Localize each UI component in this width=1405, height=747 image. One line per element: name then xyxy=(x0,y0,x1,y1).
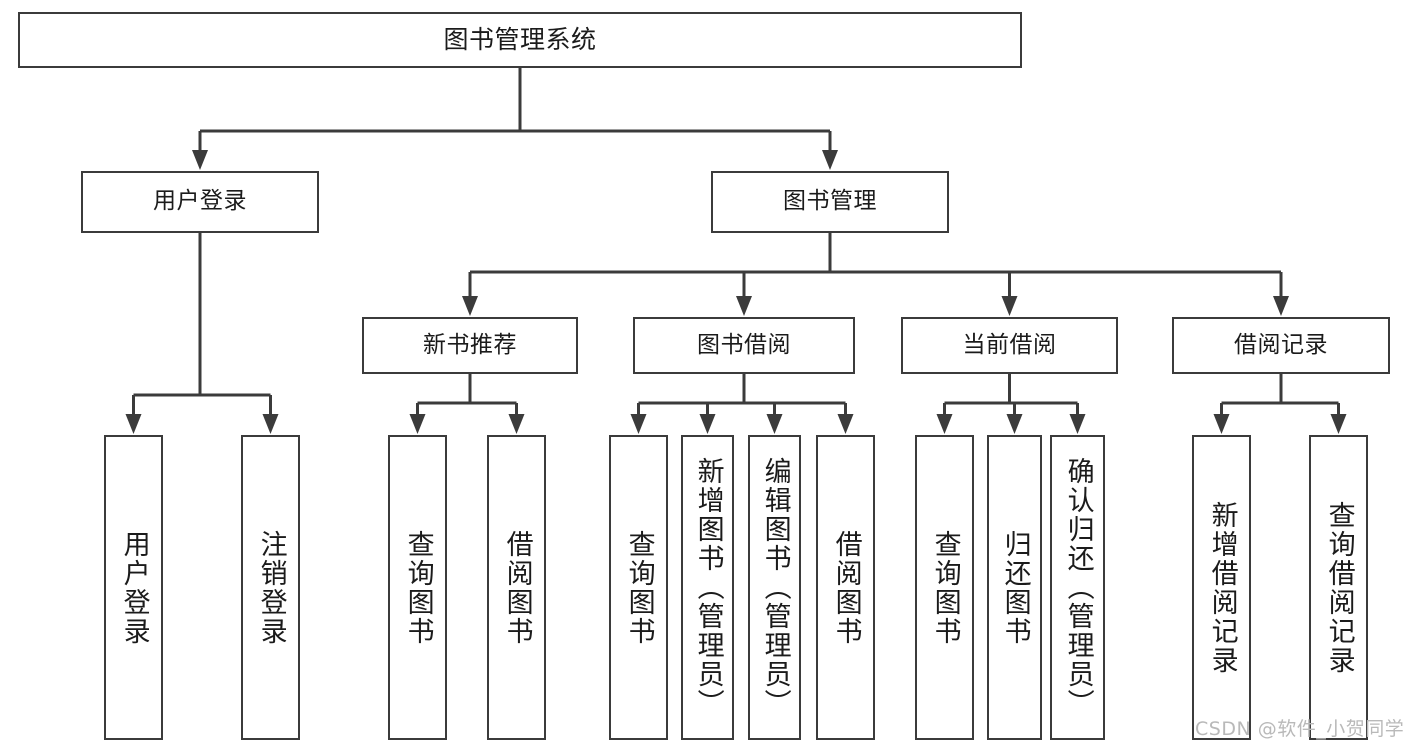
edge-arrowhead xyxy=(125,414,142,434)
edge-arrowhead xyxy=(508,414,525,434)
node-label: 借阅图书 xyxy=(501,529,533,646)
node-leaf-return[interactable]: 归还图书 xyxy=(987,435,1042,740)
edge-arrowhead xyxy=(409,414,426,434)
node-leaf-user-login[interactable]: 用户登录 xyxy=(104,435,163,740)
node-leaf-confirm[interactable]: 确认归还（管理员） xyxy=(1050,435,1105,740)
node-label: 确认归还（管理员） xyxy=(1062,457,1094,718)
node-label: 新增借阅记录 xyxy=(1206,500,1238,675)
node-label: 查询图书 xyxy=(402,529,434,646)
edge-arrowhead xyxy=(192,150,208,170)
edge-arrowhead xyxy=(1273,296,1289,316)
node-book-borrow[interactable]: 图书借阅 xyxy=(633,317,855,374)
edge-arrowhead xyxy=(630,414,647,434)
edge-arrowhead xyxy=(766,414,783,434)
node-label: 借阅记录 xyxy=(1234,331,1328,358)
node-leaf-query-rec[interactable]: 查询借阅记录 xyxy=(1309,435,1368,740)
edge-arrowhead xyxy=(1001,296,1018,316)
edge-arrowhead xyxy=(1213,414,1230,434)
edge-arrowhead xyxy=(1069,414,1086,434)
node-leaf-borrow-2[interactable]: 借阅图书 xyxy=(816,435,875,740)
node-label: 图书管理 xyxy=(783,188,877,215)
node-label: 借阅图书 xyxy=(830,529,862,646)
node-leaf-query-3[interactable]: 查询图书 xyxy=(915,435,974,740)
node-label: 查询图书 xyxy=(623,529,655,646)
node-new-book-rec[interactable]: 新书推荐 xyxy=(362,317,578,374)
node-label: 图书管理系统 xyxy=(443,25,597,54)
node-leaf-query-2[interactable]: 查询图书 xyxy=(609,435,668,740)
node-label: 编辑图书（管理员） xyxy=(759,457,791,718)
node-label: 图书借阅 xyxy=(697,331,791,358)
node-borrow-record[interactable]: 借阅记录 xyxy=(1172,317,1390,374)
node-label: 新书推荐 xyxy=(423,331,517,358)
node-label: 当前借阅 xyxy=(962,331,1057,358)
node-leaf-add-book[interactable]: 新增图书（管理员） xyxy=(681,435,734,740)
node-leaf-logout[interactable]: 注销登录 xyxy=(241,435,300,740)
node-current-borrow[interactable]: 当前借阅 xyxy=(901,317,1118,374)
node-label: 查询图书 xyxy=(929,529,961,646)
edge-arrowhead xyxy=(1330,414,1347,434)
edge-arrowhead xyxy=(936,414,953,434)
node-label: 新增图书（管理员） xyxy=(692,457,724,718)
node-root[interactable]: 图书管理系统 xyxy=(18,12,1022,68)
edge-arrowhead xyxy=(699,414,716,434)
watermark-text: CSDN @软件_小贺同学 xyxy=(1195,718,1405,740)
edge-arrowhead xyxy=(736,296,752,316)
edge-arrowhead xyxy=(822,150,838,170)
node-leaf-query-1[interactable]: 查询图书 xyxy=(388,435,447,740)
edge-arrowhead xyxy=(837,414,854,434)
edge-arrowhead xyxy=(262,414,279,434)
node-label: 用户登录 xyxy=(153,188,247,215)
node-leaf-edit-book[interactable]: 编辑图书（管理员） xyxy=(748,435,801,740)
node-user-login[interactable]: 用户登录 xyxy=(81,171,319,233)
edge-arrowhead xyxy=(1006,414,1023,434)
node-book-manage[interactable]: 图书管理 xyxy=(711,171,949,233)
node-label: 查询借阅记录 xyxy=(1323,500,1355,675)
edge-arrowhead xyxy=(462,296,478,316)
node-label: 归还图书 xyxy=(999,529,1031,646)
node-leaf-add-rec[interactable]: 新增借阅记录 xyxy=(1192,435,1251,740)
node-label: 注销登录 xyxy=(255,529,287,646)
node-label: 用户登录 xyxy=(118,529,150,646)
node-leaf-borrow-1[interactable]: 借阅图书 xyxy=(487,435,546,740)
